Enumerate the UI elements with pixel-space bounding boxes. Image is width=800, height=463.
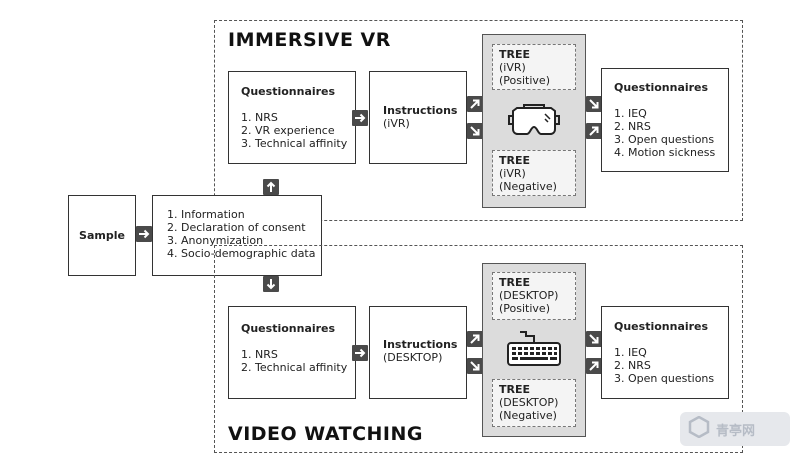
- vr-pre-questionnaire-box: Questionnaires 1. NRS 2. VR experience 3…: [228, 71, 356, 164]
- vr-instructions-box: Instructions (iVR): [369, 71, 467, 164]
- vr-tree-positive-line2: (Positive): [499, 74, 550, 87]
- video-post-questionnaire-heading: Questionnaires: [614, 320, 709, 333]
- down-right-arrow-icon: [467, 123, 483, 139]
- video-instructions-sub: (DESKTOP): [383, 351, 443, 364]
- list-item: 1. NRS: [241, 348, 278, 361]
- watermark-text: 青亭网: [716, 423, 756, 439]
- vr-tree-positive-box: TREE (iVR) (Positive): [492, 44, 576, 90]
- watermark-logo-icon: [688, 415, 710, 442]
- vr-pre-questionnaire-heading: Questionnaires: [241, 85, 336, 98]
- down-right-arrow-icon: [586, 96, 602, 112]
- list-item: 1. Information: [167, 208, 245, 221]
- right-arrow-icon: [352, 110, 368, 126]
- up-right-arrow-icon: [467, 331, 483, 347]
- video-tree-positive-line2: (Positive): [499, 302, 550, 315]
- up-arrow-icon: [263, 179, 279, 195]
- video-tree-negative-box: TREE (DESKTOP) (Negative): [492, 379, 576, 427]
- list-item: 4. Motion sickness: [614, 146, 716, 159]
- video-tree-positive-box: TREE (DESKTOP) (Positive): [492, 272, 576, 320]
- video-tree-positive-line1: (DESKTOP): [499, 289, 559, 302]
- list-item: 2. NRS: [614, 359, 651, 372]
- sample-box: Sample: [68, 195, 136, 276]
- vr-instructions-sub: (iVR): [383, 117, 410, 130]
- video-tree-negative-line1: (DESKTOP): [499, 396, 559, 409]
- list-item: 2. VR experience: [241, 124, 335, 137]
- video-post-questionnaire-list: 1. IEQ 2. NRS 3. Open questions: [614, 346, 728, 385]
- info-box: 1. Information 2. Declaration of consent…: [152, 195, 322, 276]
- video-pre-questionnaire-heading: Questionnaires: [241, 322, 336, 335]
- info-list: 1. Information 2. Declaration of consent…: [167, 208, 321, 260]
- video-tree-negative-heading: TREE: [499, 383, 531, 396]
- vr-headset-icon: [503, 102, 565, 138]
- vr-tree-negative-box: TREE (iVR) (Negative): [492, 150, 576, 196]
- up-right-arrow-icon: [586, 358, 602, 374]
- vr-tree-negative-line2: (Negative): [499, 180, 557, 193]
- right-arrow-icon: [136, 226, 152, 242]
- vr-section-title: IMMERSIVE VR: [228, 29, 391, 51]
- list-item: 1. IEQ: [614, 346, 647, 359]
- video-pre-questionnaire-box: Questionnaires 1. NRS 2. Technical affin…: [228, 306, 356, 399]
- vr-tree-negative-line1: (iVR): [499, 167, 526, 180]
- list-item: 4. Socio-demographic data: [167, 247, 316, 260]
- vr-tree-negative-heading: TREE: [499, 154, 531, 167]
- list-item: 3. Technical affinity: [241, 137, 348, 150]
- vr-pre-questionnaire-list: 1. NRS 2. VR experience 3. Technical aff…: [241, 111, 355, 150]
- list-item: 1. NRS: [241, 111, 278, 124]
- up-right-arrow-icon: [586, 123, 602, 139]
- list-item: 3. Anonymization: [167, 234, 264, 247]
- vr-tree-positive-line1: (iVR): [499, 61, 526, 74]
- list-item: 2. Declaration of consent: [167, 221, 306, 234]
- video-instructions-box: Instructions (DESKTOP): [369, 306, 467, 399]
- video-pre-questionnaire-list: 1. NRS 2. Technical affinity: [241, 348, 355, 374]
- right-arrow-icon: [352, 345, 368, 361]
- video-section: [214, 245, 743, 453]
- watermark: 青亭网: [680, 412, 790, 446]
- keyboard-icon: [506, 330, 562, 368]
- vr-instructions-heading: Instructions: [383, 104, 458, 117]
- vr-tree-positive-heading: TREE: [499, 48, 531, 61]
- list-item: 2. Technical affinity: [241, 361, 348, 374]
- down-right-arrow-icon: [586, 331, 602, 347]
- list-item: 2. NRS: [614, 120, 651, 133]
- down-right-arrow-icon: [467, 358, 483, 374]
- vr-post-questionnaire-list: 1. IEQ 2. NRS 3. Open questions 4. Motio…: [614, 107, 728, 159]
- up-right-arrow-icon: [467, 96, 483, 112]
- video-instructions-heading: Instructions: [383, 338, 458, 351]
- sample-label: Sample: [79, 229, 125, 242]
- vr-section: [214, 20, 743, 221]
- list-item: 3. Open questions: [614, 372, 715, 385]
- list-item: 3. Open questions: [614, 133, 715, 146]
- video-post-questionnaire-box: Questionnaires 1. IEQ 2. NRS 3. Open que…: [601, 306, 729, 399]
- vr-post-questionnaire-heading: Questionnaires: [614, 81, 709, 94]
- down-arrow-icon: [263, 276, 279, 292]
- list-item: 1. IEQ: [614, 107, 647, 120]
- video-section-title: VIDEO WATCHING: [228, 423, 423, 445]
- video-tree-negative-line2: (Negative): [499, 409, 557, 422]
- vr-post-questionnaire-box: Questionnaires 1. IEQ 2. NRS 3. Open que…: [601, 68, 729, 172]
- video-tree-positive-heading: TREE: [499, 276, 531, 289]
